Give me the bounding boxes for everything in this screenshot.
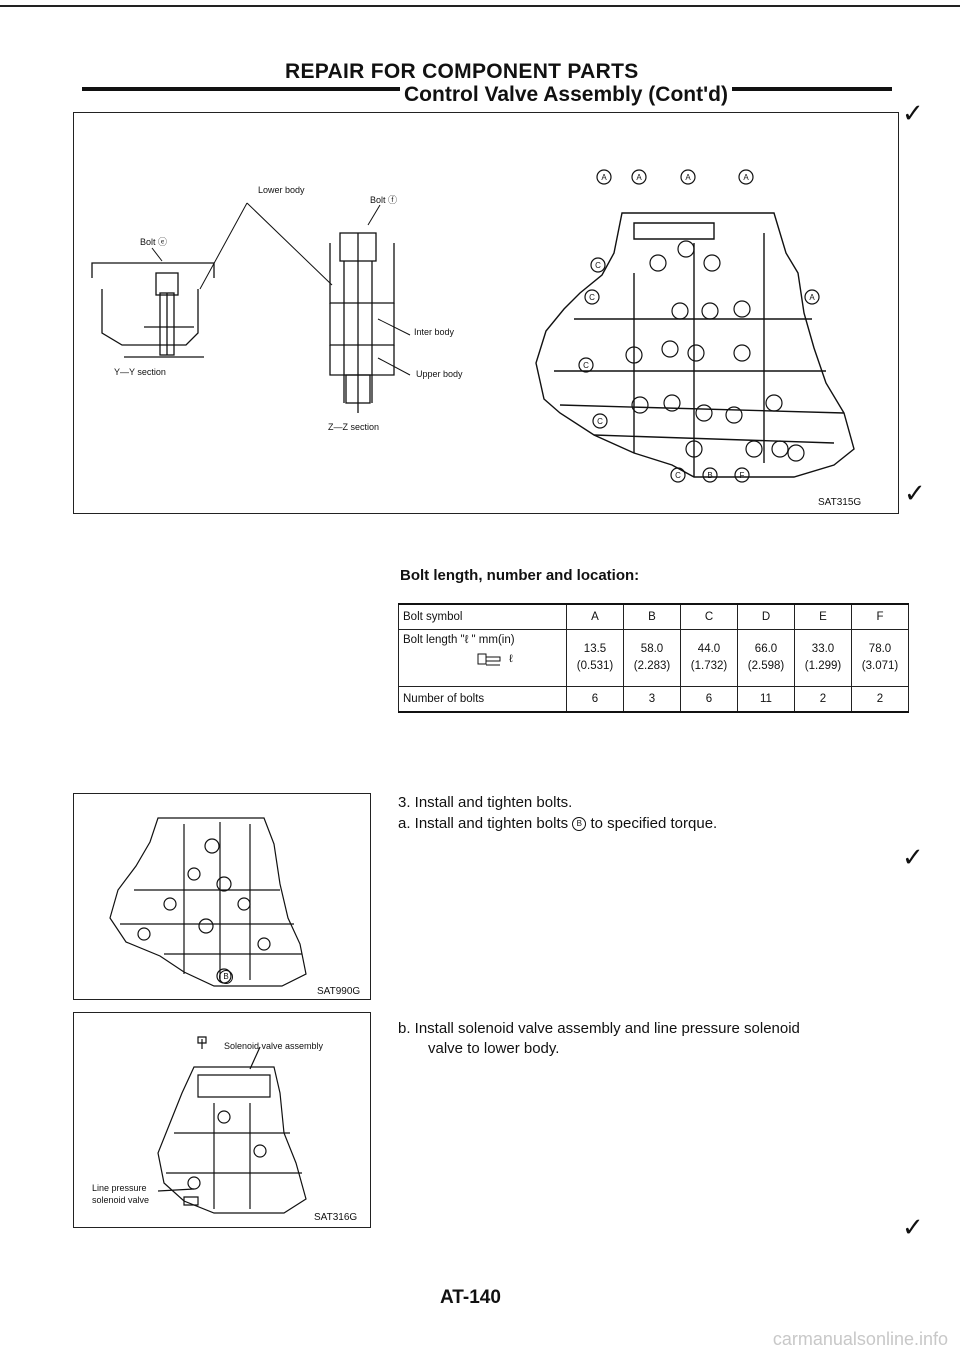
bolt-count-cell: 2 [851,686,909,713]
step-a-suffix: to specified torque. [590,815,718,832]
page-number: AT-140 [440,1287,501,1308]
svg-text:A: A [601,173,607,182]
bolt-length-in: (2.283) [633,660,671,672]
figure-sat316g: Solenoid valve assembly Line pressure so… [73,1012,371,1228]
svg-text:A: A [809,293,815,302]
bolt-length-in: (1.732) [690,660,728,672]
table-row-symbol: Bolt symbol A B C D E F [398,603,909,630]
bolt-symbol-cell: F [851,603,909,630]
bolt-table-heading: Bolt length, number and location: [400,567,640,584]
table-row-length: Bolt length "ℓ " mm(in) ℓ 13.5 (0.531) 58… [398,629,909,687]
bolt-symbol-cell: D [737,603,795,630]
bolt-table: Bolt symbol A B C D E F Bolt length "ℓ "… [398,603,909,713]
bolt-length-icon-group: ℓ [477,652,563,666]
bolt-symbol-cell: A [566,603,624,630]
svg-text:F: F [740,471,745,480]
margin-mark: ✓ [902,98,924,128]
svg-text:C: C [589,293,595,302]
main-figure-drawing: A A A A A C C C B F C C [91,169,855,483]
svg-text:A: A [685,173,691,182]
main-figure: A A A A A C C C B F C C Lower body Bolt ⓕ Bolt ⓔ… [73,112,899,514]
top-border-rule [0,5,960,7]
margin-mark: ✓ [902,842,924,872]
svg-text:C: C [583,361,589,370]
step-b-line-2: valve to lower body. [428,1040,560,1057]
svg-text:B: B [707,471,712,480]
figure-code-sat990g: SAT990G [317,986,361,997]
svg-text:A: A [743,173,749,182]
bolt-length-mm: 58.0 [640,643,664,655]
bolt-symbol-cell: E [794,603,852,630]
label-lower-body: Lower body [258,185,305,195]
svg-text:C: C [675,471,681,480]
watermark: carmanualsonline.info [772,1329,948,1349]
row-label-bolt-symbol: Bolt symbol [398,603,567,630]
label-line-pressure-1: Line pressure [92,1183,147,1193]
margin-mark: ✓ [904,478,926,508]
length-symbol: ℓ [509,653,513,665]
bolt-count-cell: 6 [566,686,624,713]
figure-code-sat315g: SAT315G [818,497,862,508]
label-line-pressure-2: solenoid valve [92,1195,150,1205]
step-3-text: 3. Install and tighten bolts. [398,794,573,811]
bolt-count-cell: 3 [623,686,681,713]
row-label-number-of-bolts: Number of bolts [398,686,567,713]
figure-sat990g: B SAT990G [73,793,371,1000]
label-yy-section: Y—Y section [114,367,166,377]
label-bolt-e: Bolt ⓔ [140,237,168,247]
bolt-length-mm: 33.0 [811,643,835,655]
row-label-bolt-length: Bolt length "ℓ " mm(in) ℓ [398,629,567,687]
bolt-length-label: Bolt length "ℓ " mm(in) [403,634,515,646]
valve-body-drawing [109,817,307,987]
bolt-length-in: (1.299) [804,660,842,672]
bolt-length-mm: 44.0 [697,643,721,655]
label-solenoid-valve-assembly: Solenoid valve assembly [224,1041,324,1051]
table-row-count: Number of bolts 6 3 6 11 2 2 [398,686,909,713]
svg-text:A: A [636,173,642,182]
label-inter-body: Inter body [414,327,455,337]
bolt-symbol-cell: C [680,603,738,630]
bolt-count-cell: 2 [794,686,852,713]
bolt-length-mm: 78.0 [868,643,892,655]
bolt-length-mm: 13.5 [583,643,607,655]
svg-text:C: C [597,417,603,426]
bolt-icon [477,653,501,666]
bolt-length-in: (2.598) [747,660,785,672]
step-b-line-1: b. Install solenoid valve assembly and l… [398,1020,800,1037]
section-title: REPAIR FOR COMPONENT PARTS [285,60,639,83]
bolt-count-cell: 11 [737,686,795,713]
step-a-prefix: a. Install and tighten bolts [398,815,569,832]
bolt-length-in: (3.071) [861,660,899,672]
bolt-symbol-b: B [572,817,587,832]
step-a-text: a. Install and tighten bolts B to specif… [398,815,717,832]
bolt-length-mm: 66.0 [754,643,778,655]
label-bolt-f: Bolt ⓕ [370,195,398,205]
margin-mark: ✓ [902,1212,924,1242]
figure-code-sat316g: SAT316G [314,1212,358,1223]
label-zz-section: Z—Z section [328,422,380,432]
subsection-title: Control Valve Assembly (Cont'd) [400,83,732,107]
bolt-symbol-cell: B [623,603,681,630]
bolt-length-in: (0.531) [576,660,614,672]
bolt-count-cell: 6 [680,686,738,713]
label-upper-body: Upper body [416,369,463,379]
callout-b: B [219,970,233,984]
svg-text:C: C [595,261,601,270]
solenoid-drawing [157,1036,307,1214]
